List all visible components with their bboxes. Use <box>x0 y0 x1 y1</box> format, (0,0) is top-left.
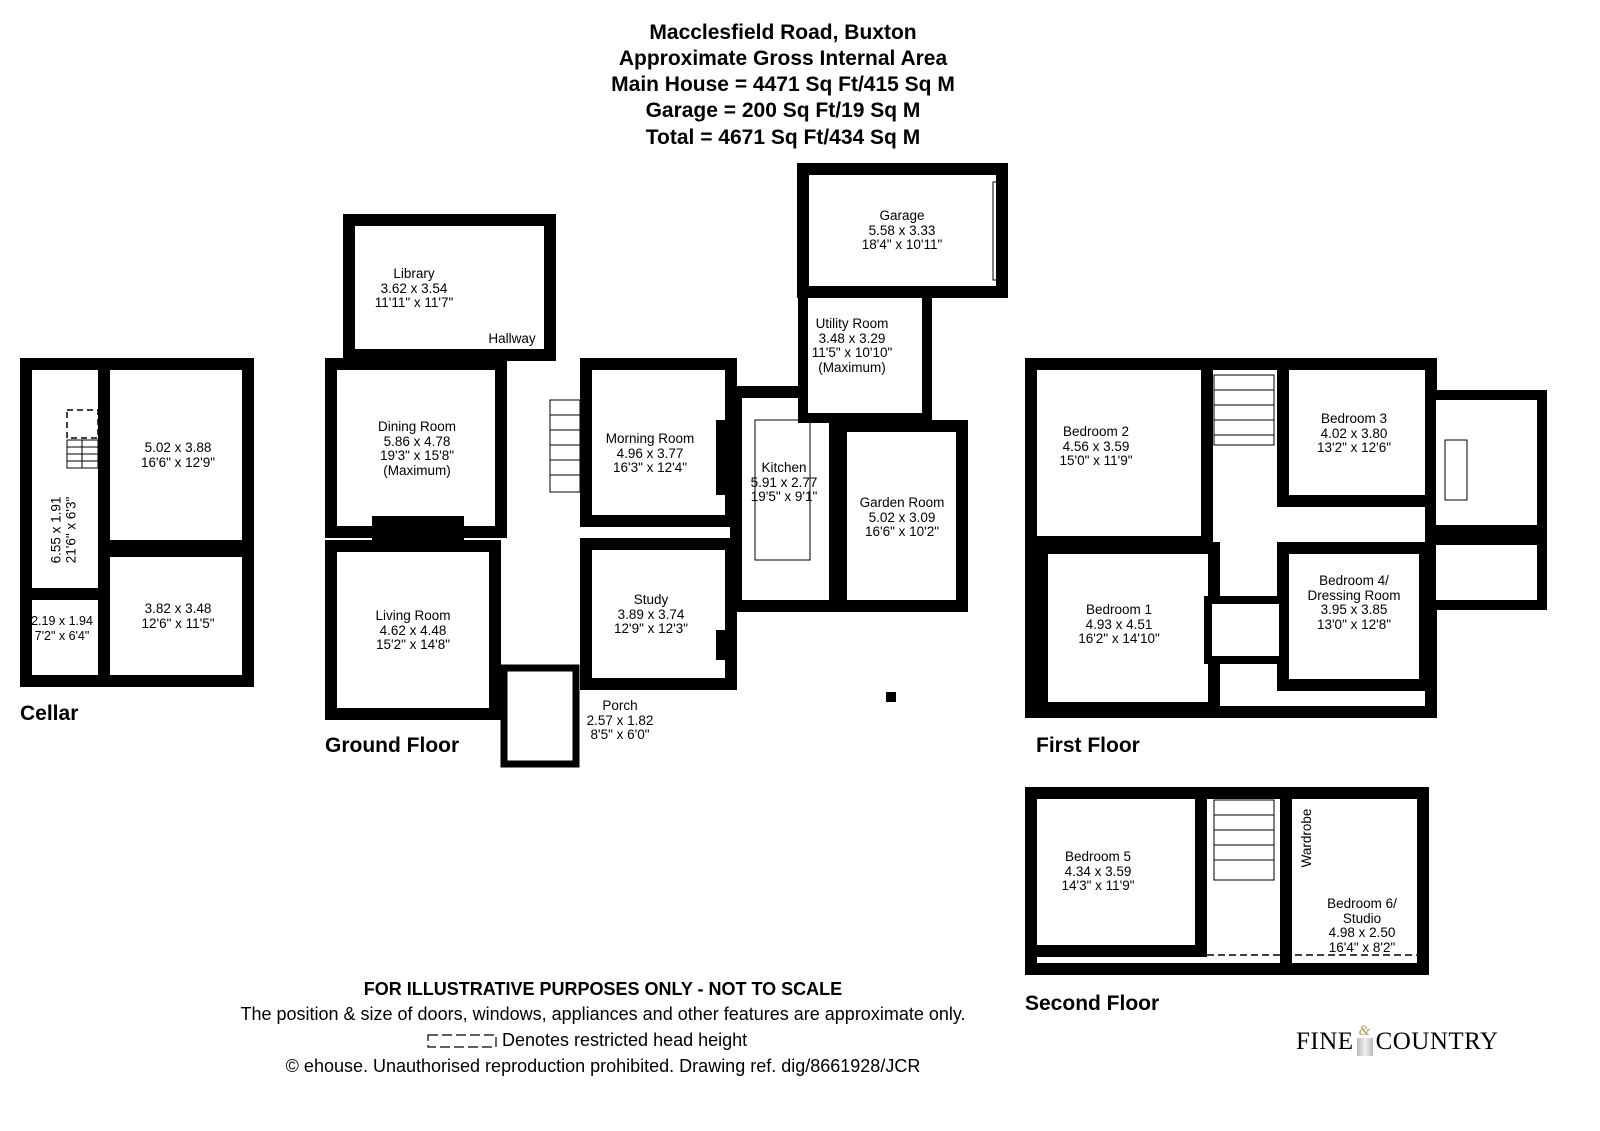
cellar-restricted-head-height <box>66 409 99 439</box>
area-total: Total = 4671 Sq Ft/434 Sq M <box>645 126 921 149</box>
footer-legend: Denotes restricted head height <box>502 1030 748 1050</box>
floor-label-second: Second Floor <box>1025 992 1160 1015</box>
room-hallway: Hallway <box>488 331 536 346</box>
room-wardrobe: Wardrobe <box>1298 808 1314 868</box>
first-floor-walls <box>1025 358 1547 718</box>
area-garage: Garage = 200 Sq Ft/19 Sq M <box>645 99 921 122</box>
cellar-stairs <box>66 439 99 469</box>
title-address: Macclesfield Road, Buxton <box>649 21 917 44</box>
floor-label-ground: Ground Floor <box>325 734 460 757</box>
floor-label-cellar: Cellar <box>20 702 79 725</box>
legend-dashed-box <box>427 1034 497 1048</box>
ground-floor-stairs <box>549 181 1004 561</box>
footer-disclaimer: FOR ILLUSTRATIVE PURPOSES ONLY - NOT TO … <box>363 979 843 999</box>
footer-note: The position & size of doors, windows, a… <box>240 1004 966 1024</box>
second-floor-stairs <box>1213 799 1275 881</box>
ground-floor-chimneys <box>372 420 731 660</box>
fine-and-country-logo: Fine & Country <box>1296 1023 1499 1056</box>
cellar-walls <box>20 358 254 687</box>
footer-copyright: © ehouse. Unauthorised reproduction proh… <box>285 1056 921 1076</box>
column-icon <box>1356 1038 1373 1056</box>
second-floor-walls <box>1025 787 1429 975</box>
ground-floor-walls <box>325 163 1008 768</box>
title-subtitle: Approximate Gross Internal Area <box>618 47 948 70</box>
floor-label-first: First Floor <box>1036 734 1140 757</box>
first-floor-stairs <box>1213 374 1468 501</box>
marker-square <box>886 692 896 702</box>
area-main-house: Main House = 4471 Sq Ft/415 Sq M <box>611 73 955 96</box>
